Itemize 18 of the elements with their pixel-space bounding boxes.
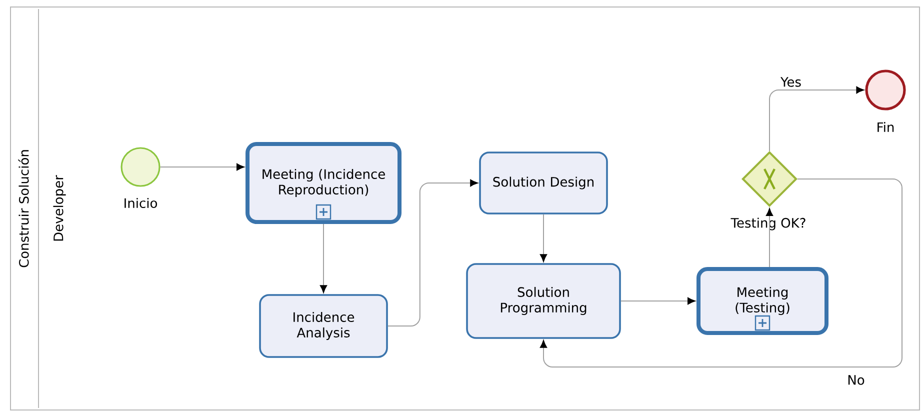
arrow — [769, 86, 864, 152]
event-label: Testing OK? — [730, 218, 806, 230]
arrow — [320, 224, 328, 293]
edge-label: No — [846, 374, 866, 386]
edge-label: Yes — [780, 76, 802, 88]
arrow — [160, 163, 244, 171]
event-label: Fin — [878, 122, 894, 132]
event-label: Inicio — [124, 198, 158, 208]
arrow — [766, 208, 774, 268]
task-box: Solution Programming — [466, 263, 621, 339]
subprocess-box: Meeting (Incidence Reproduction) — [246, 142, 402, 224]
arrow — [540, 214, 548, 262]
arrow — [540, 178, 902, 368]
arrow — [620, 297, 696, 305]
arrow — [387, 179, 478, 326]
subprocess-box: Meeting (Testing) — [696, 267, 828, 335]
task-box: Solution Design — [479, 152, 608, 214]
task-box: Incidence Analysis — [259, 294, 388, 358]
